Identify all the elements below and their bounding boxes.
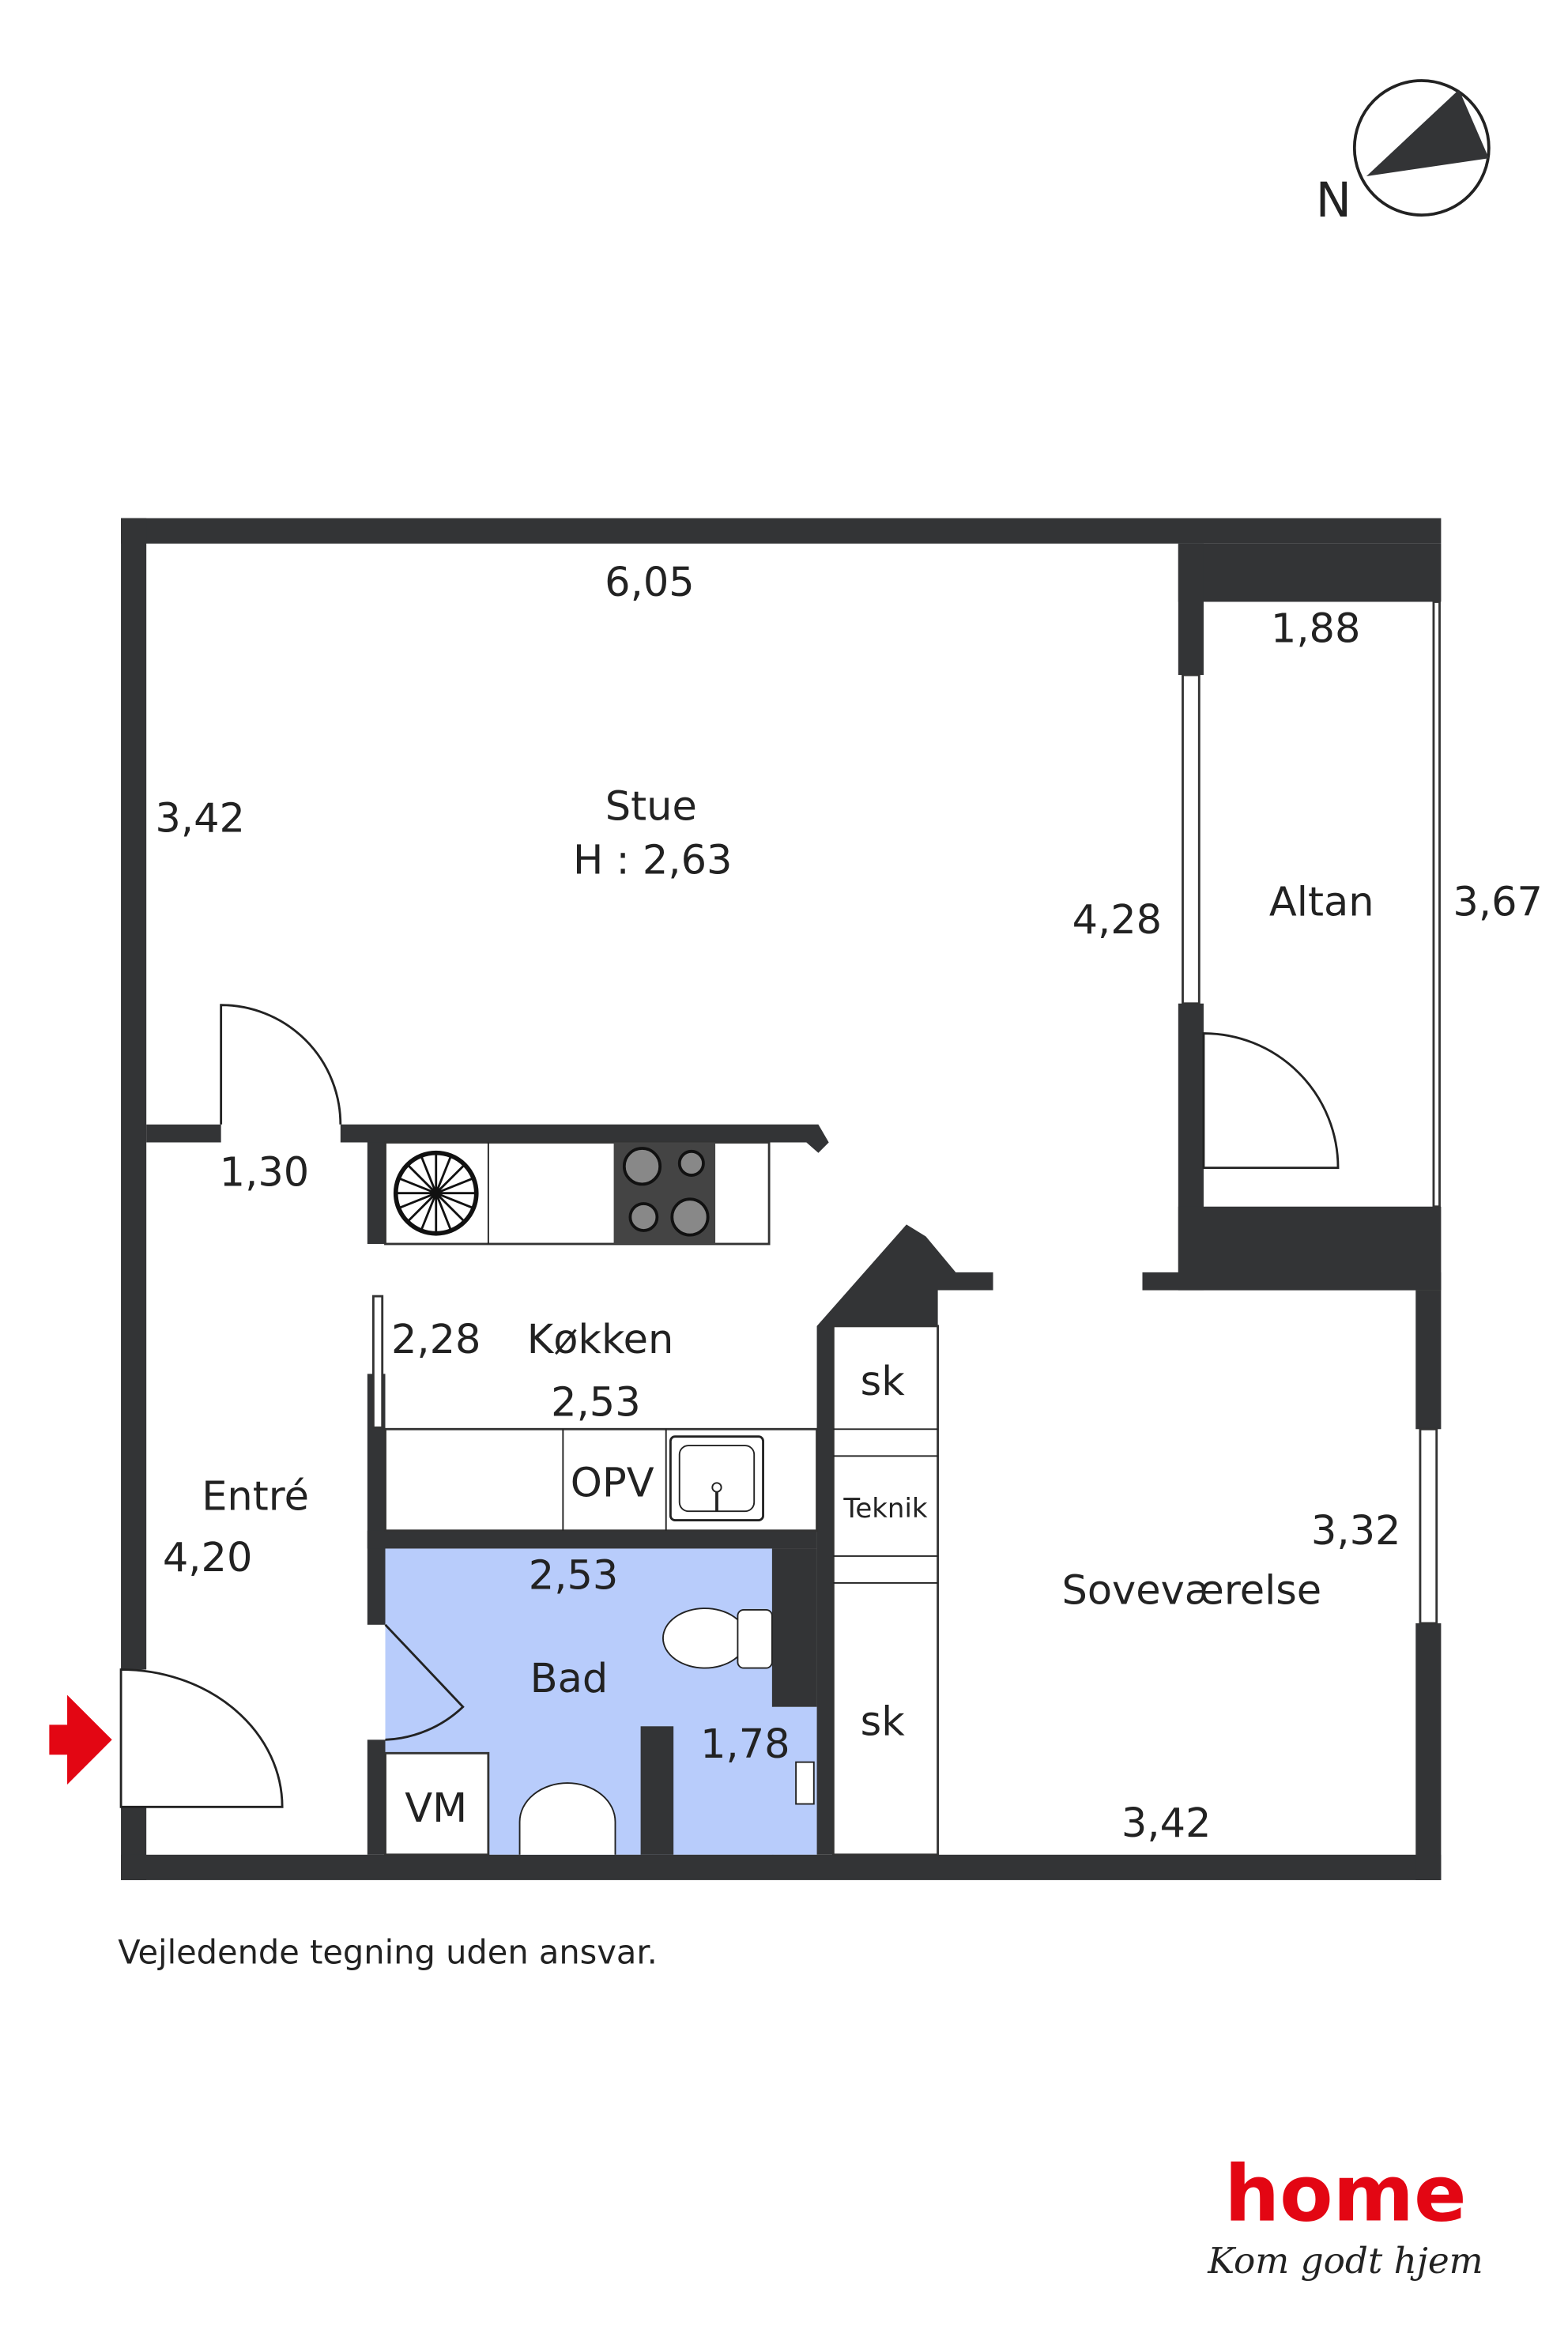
stue-depth: 3,42 bbox=[155, 795, 245, 842]
technical-room-label: Teknik bbox=[842, 1493, 928, 1525]
stue-name: Stue bbox=[605, 783, 697, 830]
sovevaerelse-depth: 3,32 bbox=[1311, 1508, 1401, 1555]
dishwasher-label: OPV bbox=[571, 1460, 654, 1506]
washing-machine-box bbox=[384, 1751, 490, 1856]
washing-machine-label: VM bbox=[405, 1785, 467, 1832]
kitchen-counter-bottom bbox=[384, 1427, 818, 1532]
walls bbox=[121, 518, 1442, 1880]
washbasin-icon bbox=[518, 1782, 616, 1855]
entry-arrow-icon bbox=[49, 1694, 112, 1785]
stue-width: 6,05 bbox=[605, 560, 695, 606]
entre-width: 1,30 bbox=[220, 1149, 310, 1196]
kitchen-counter-top bbox=[384, 1141, 771, 1246]
sovevaerelse-width: 3,42 bbox=[1121, 1800, 1212, 1847]
kokken-depth: 2,28 bbox=[391, 1317, 481, 1363]
closet-top-label: sk bbox=[861, 1359, 906, 1405]
sink-icon bbox=[669, 1435, 764, 1521]
stue-ceiling-height: H : 2,63 bbox=[573, 837, 733, 884]
shower-tap-icon bbox=[795, 1761, 815, 1805]
compass-north-label: N bbox=[1316, 173, 1351, 228]
toilet-icon bbox=[662, 1608, 748, 1669]
sovevaerelse-name: Soveværelse bbox=[1061, 1567, 1321, 1614]
altan-width: 1,88 bbox=[1271, 605, 1361, 652]
windows bbox=[371, 601, 1441, 1625]
fan-icon bbox=[393, 1150, 479, 1236]
disclaimer: Vejledende tegning uden ansvar. bbox=[118, 1933, 658, 1972]
kokken-name: Køkken bbox=[527, 1317, 674, 1363]
altan-name: Altan bbox=[1269, 879, 1374, 925]
closets bbox=[831, 1325, 940, 1856]
doors bbox=[119, 1004, 1340, 1808]
entre-name: Entré bbox=[202, 1473, 309, 1520]
bad-name: Bad bbox=[530, 1656, 609, 1702]
compass-icon bbox=[1352, 79, 1491, 217]
entre-depth: 4,20 bbox=[163, 1535, 253, 1581]
bathroom-fixtures bbox=[384, 1608, 815, 1856]
stue-side: 4,28 bbox=[1072, 897, 1163, 944]
logo-tagline: Kom godt hjem bbox=[1207, 2240, 1483, 2282]
bad-depth: 1,78 bbox=[700, 1721, 790, 1768]
altan-depth: 3,67 bbox=[1453, 879, 1543, 925]
logo-brand: home bbox=[1224, 2150, 1466, 2240]
closet-bottom-label: sk bbox=[861, 1699, 906, 1746]
kokken-width: 2,53 bbox=[551, 1379, 641, 1426]
bad-width: 2,53 bbox=[529, 1552, 619, 1599]
